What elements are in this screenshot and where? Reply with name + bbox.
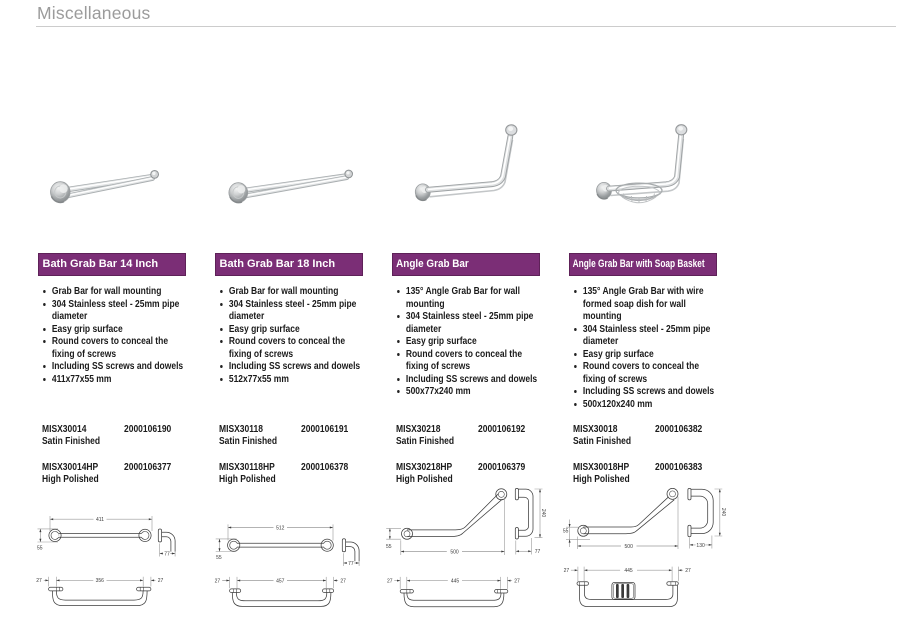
svg-text:77: 77 <box>348 561 354 567</box>
svg-text:77: 77 <box>535 549 541 555</box>
svg-text:77: 77 <box>164 551 170 557</box>
svg-text:240: 240 <box>540 509 546 518</box>
svg-text:130: 130 <box>696 543 705 549</box>
svg-text:27: 27 <box>158 578 164 584</box>
svg-text:500: 500 <box>450 549 459 555</box>
svg-text:55: 55 <box>37 546 43 552</box>
svg-text:27: 27 <box>215 578 221 584</box>
svg-text:512: 512 <box>276 525 285 531</box>
svg-text:356: 356 <box>96 578 105 584</box>
svg-text:445: 445 <box>624 568 633 574</box>
svg-text:55: 55 <box>216 555 222 561</box>
svg-text:27: 27 <box>387 578 393 584</box>
svg-text:27: 27 <box>36 578 42 584</box>
svg-text:55: 55 <box>386 544 392 550</box>
svg-text:55: 55 <box>563 528 569 534</box>
svg-text:27: 27 <box>514 578 520 584</box>
svg-text:500: 500 <box>625 544 634 550</box>
svg-text:240: 240 <box>720 508 726 517</box>
svg-text:411: 411 <box>96 517 104 523</box>
svg-text:27: 27 <box>340 578 346 584</box>
svg-text:27: 27 <box>685 568 691 574</box>
svg-text:457: 457 <box>276 578 285 584</box>
svg-text:445: 445 <box>451 578 460 584</box>
svg-text:27: 27 <box>564 568 570 574</box>
